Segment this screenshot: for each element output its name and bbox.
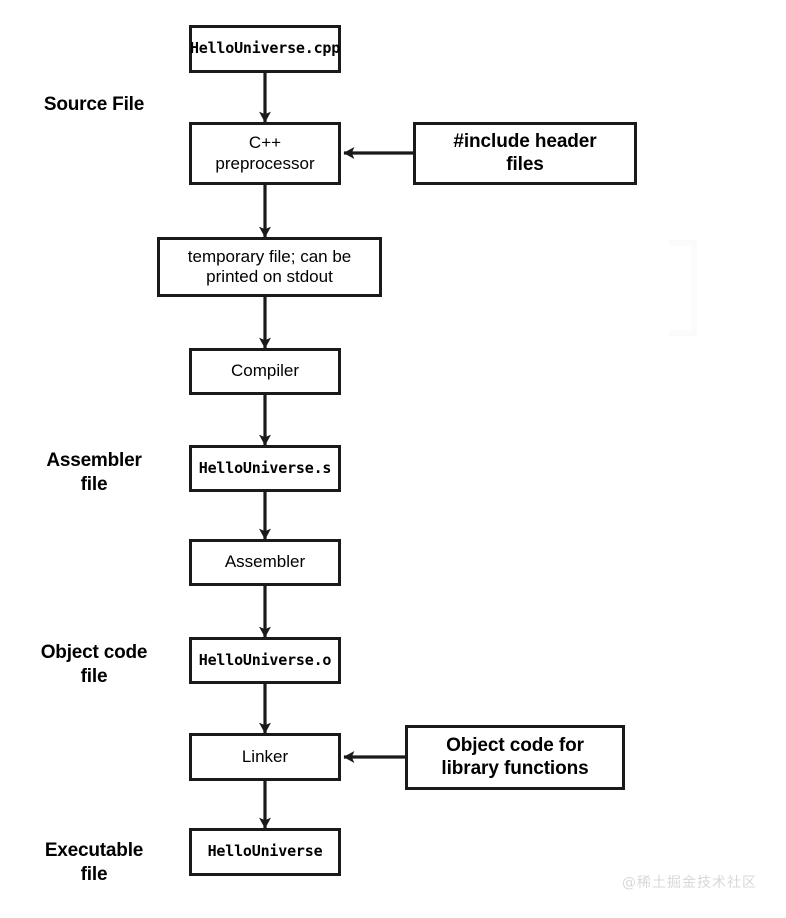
node-label: Compiler: [230, 361, 300, 381]
node-hellouniverse-s[interactable]: HelloUniverse.s: [189, 445, 341, 492]
node-label-line: printed on stdout: [206, 267, 333, 286]
node-label: Linker: [241, 746, 289, 766]
node-label-line: temporary file; can be: [187, 246, 352, 266]
stage-label-line: file: [80, 473, 108, 495]
node-label-line: preprocessor: [215, 153, 315, 173]
stage-label-line: Source File: [43, 94, 145, 115]
node-temporary-file[interactable]: temporary file; can be printed on stdout: [157, 237, 382, 297]
node-linker[interactable]: Linker: [189, 733, 341, 781]
node-object-code-library[interactable]: Object code for library functions: [405, 725, 625, 790]
node-label: HelloUniverse: [207, 842, 323, 861]
background-artifact: [669, 240, 697, 336]
node-label-line: library functions: [441, 757, 589, 779]
node-hellouniverse-cpp[interactable]: HelloUniverse.cpp: [189, 25, 341, 73]
node-label-line: #include header: [453, 131, 597, 153]
node-label-line: Object code for: [446, 735, 584, 757]
stage-label-line: Executable: [44, 840, 144, 861]
stage-label-line: Object code: [40, 642, 148, 663]
node-label-line: files: [506, 153, 544, 175]
node-label-line: C++: [248, 133, 282, 153]
node-cpp-preprocessor[interactable]: C++ preprocessor: [189, 122, 341, 185]
site-watermark: @稀土掘金技术社区: [622, 875, 757, 891]
stage-label-executable-file: Executable file: [14, 839, 174, 887]
node-label: HelloUniverse.s: [198, 458, 332, 477]
stage-label-line: file: [80, 863, 108, 885]
node-label: HelloUniverse.o: [198, 650, 332, 669]
node-assembler[interactable]: Assembler: [189, 539, 341, 586]
node-include-header-files[interactable]: #include header files: [413, 122, 637, 185]
node-compiler[interactable]: Compiler: [189, 348, 341, 395]
stage-label-source-file: Source File: [14, 93, 174, 117]
node-label: Assembler: [224, 552, 306, 572]
node-label: HelloUniverse.cpp: [189, 39, 341, 58]
stage-label-line: file: [80, 665, 108, 687]
stage-label-assembler-file: Assembler file: [14, 449, 174, 497]
stage-label-object-code-file: Object code file: [14, 641, 174, 689]
node-hellouniverse[interactable]: HelloUniverse: [189, 828, 341, 876]
stage-label-line: Assembler: [46, 450, 142, 471]
node-hellouniverse-o[interactable]: HelloUniverse.o: [189, 637, 341, 684]
